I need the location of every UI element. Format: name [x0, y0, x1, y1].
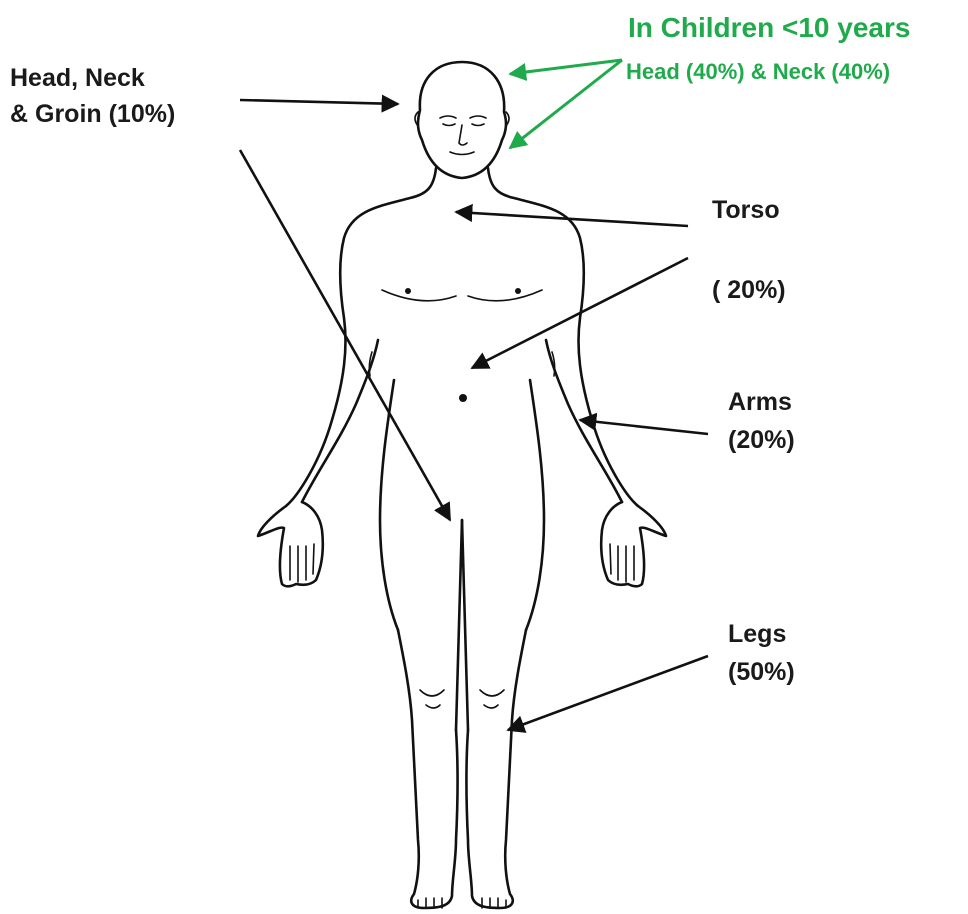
arrow-groin [240, 150, 450, 520]
legs-percent: (50%) [728, 656, 795, 688]
head-neck-label-line2: & Groin (10%) [10, 98, 175, 130]
arrow-legs [508, 656, 708, 730]
torso-label: Torso [712, 194, 780, 226]
head-neck-label-line1: Head, Neck [10, 62, 175, 94]
legs-label-text: Legs [728, 618, 795, 650]
arms-label-text: Arms [728, 386, 795, 418]
arrow-arms [580, 420, 708, 434]
torso-percent: ( 20%) [712, 274, 786, 306]
arms-percent: (20%) [728, 424, 795, 456]
arrow-head-neck [240, 100, 398, 104]
legs-label: Legs (50%) [728, 618, 795, 688]
head-neck-label: Head, Neck & Groin (10%) [10, 62, 175, 130]
left-leg-outline [398, 630, 458, 908]
children-detail: Head (40%) & Neck (40%) [626, 56, 890, 88]
arms-label: Arms (20%) [728, 386, 795, 456]
head-outline [418, 62, 506, 178]
right-leg-outline [467, 630, 527, 908]
children-title: In Children <10 years [628, 12, 910, 44]
